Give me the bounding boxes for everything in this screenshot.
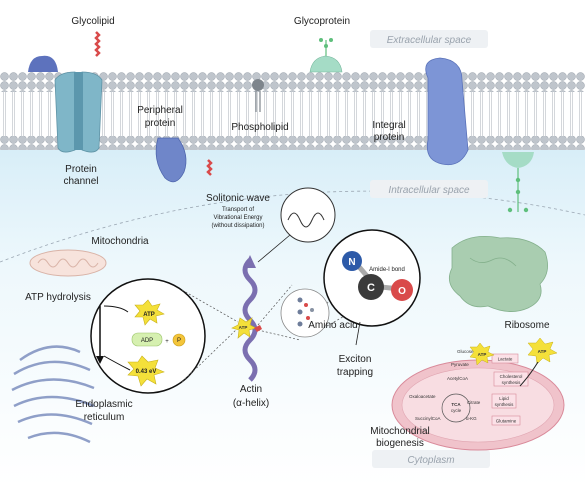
atp-out-arrow bbox=[519, 361, 539, 387]
amide-bond-inset bbox=[323, 229, 421, 327]
soliton-pointer bbox=[257, 234, 291, 263]
energy-label: 0.43 eV bbox=[136, 369, 157, 375]
mitochondria-shape bbox=[29, 249, 107, 277]
oxygen-label: O bbox=[398, 286, 406, 297]
tca-label-2: cycle bbox=[451, 408, 462, 413]
pyruvate-label: Pyruvate bbox=[451, 362, 469, 367]
atp-label-actin: ATP bbox=[239, 325, 248, 330]
exciton-pointer bbox=[355, 321, 361, 346]
actin-label-2: (α-helix) bbox=[233, 398, 269, 409]
glutamine-box bbox=[491, 415, 521, 426]
ribosome-shape bbox=[448, 235, 548, 312]
energy-burst bbox=[127, 355, 165, 387]
solitonic-line3: (without dissipation) bbox=[211, 223, 264, 229]
glycoprotein-left-shape bbox=[28, 55, 58, 72]
actin-arrow bbox=[244, 255, 256, 268]
glutamine-label: Glutamine bbox=[496, 419, 517, 424]
atp-burst-out bbox=[527, 337, 558, 365]
extracellular-zone-box bbox=[370, 30, 488, 48]
amino-acid-label: Amino acid bbox=[308, 320, 357, 331]
glucose-label: Glucose bbox=[457, 349, 474, 354]
exciton-label-2: trapping bbox=[337, 367, 373, 378]
akg-label: α-KG bbox=[466, 416, 477, 421]
extracellular-zone-label: Extracellular space bbox=[387, 35, 472, 46]
peripheral-protein-label-1: Peripheral bbox=[137, 105, 183, 116]
intracellular-zone-label: Intracellular space bbox=[388, 185, 470, 196]
solitonic-line1: Transport of bbox=[222, 207, 254, 213]
atp-burst-small bbox=[469, 342, 495, 366]
integral-protein-label-2: protein bbox=[374, 132, 405, 143]
atp-burst-actin bbox=[231, 317, 257, 339]
atp-burst-top bbox=[134, 299, 165, 326]
mitochondria-label: Mitochondria bbox=[91, 236, 149, 247]
glycoprotein-inner-shape bbox=[502, 152, 534, 213]
lactate-label: Lactate bbox=[498, 357, 513, 362]
soliton-inset bbox=[280, 187, 336, 243]
actin-label-1: Actin bbox=[240, 384, 262, 395]
phospholipid-label: Phospholipid bbox=[231, 122, 288, 133]
amino-acid-inset bbox=[280, 288, 330, 338]
solitonic-line2: Vibrational Energy bbox=[214, 215, 263, 221]
phosphate-label: P bbox=[177, 338, 181, 344]
cholesterol-box bbox=[493, 371, 529, 387]
protein-channel-shape bbox=[54, 71, 103, 153]
adp-label: ADP bbox=[141, 338, 153, 344]
mito-biogenesis-label-2: biogenesis bbox=[376, 438, 424, 449]
mito-biogenesis-label-1: Mitochondrial bbox=[370, 426, 429, 437]
phosphate-circle bbox=[172, 333, 186, 347]
oxaloacetate-label: Oxaloacetate bbox=[409, 394, 436, 399]
protein-channel-label-1: Protein bbox=[65, 164, 97, 175]
extracellular-region bbox=[0, 0, 585, 72]
phospholipid-shape bbox=[252, 79, 264, 112]
exciton-label-1: Exciton bbox=[339, 354, 372, 365]
glycolipid-label: Glycolipid bbox=[71, 16, 114, 27]
glycolipid-shape bbox=[94, 31, 101, 57]
er-label-1: Endoplasmic bbox=[75, 399, 132, 410]
atp-small-label: ATP bbox=[478, 352, 487, 357]
cholesterol-label-2: synthesis bbox=[502, 380, 522, 385]
intracellular-zone-box bbox=[370, 180, 488, 198]
carbon-label: C bbox=[367, 282, 375, 294]
glycoprotein-label: Glycoprotein bbox=[294, 16, 350, 27]
solitonic-title: Solitonic wave bbox=[206, 193, 270, 204]
acetyl-coa-label: AcetylCoA bbox=[447, 376, 468, 381]
peripheral-protein-shape bbox=[155, 137, 187, 183]
cytoplasm-zone-box bbox=[372, 450, 490, 468]
cytoplasm-zone-label: Cytoplasm bbox=[407, 455, 454, 466]
protein-channel-label-2: channel bbox=[63, 176, 98, 187]
adp-pill bbox=[131, 332, 163, 347]
amide-bond-label: Amide-I bond bbox=[369, 267, 405, 273]
lipid-box bbox=[491, 393, 517, 409]
atp-out-label: ATP bbox=[538, 349, 547, 354]
integral-protein-shape bbox=[425, 57, 469, 166]
tca-label-1: TCA bbox=[451, 402, 461, 407]
peripheral-protein-label-2: protein bbox=[145, 118, 176, 129]
citrate-label: Citrate bbox=[467, 400, 481, 405]
er-label-2: reticulum bbox=[84, 412, 125, 423]
nitrogen-label: N bbox=[348, 257, 355, 268]
ribosome-label: Ribosome bbox=[504, 320, 549, 331]
succinyl-coa-label: SuccinylCoA bbox=[415, 416, 441, 421]
lactate-box bbox=[491, 353, 519, 364]
lipid-label-1: Lipid bbox=[499, 396, 509, 401]
integral-protein-label-1: Integral bbox=[372, 120, 405, 131]
glycoprotein-shape bbox=[309, 38, 343, 73]
atp-label-top: ATP bbox=[143, 312, 155, 318]
endoplasmic-reticulum-shape bbox=[11, 345, 95, 444]
lipid-label-2: synthesis bbox=[495, 402, 515, 407]
actin-bond-mark bbox=[254, 325, 262, 332]
glycolipid-small-shape bbox=[206, 159, 213, 176]
plus-sign: + bbox=[165, 339, 169, 345]
cholesterol-label-1: Cholesterol bbox=[500, 374, 523, 379]
atp-hydrolysis-label: ATP hydrolysis bbox=[25, 292, 91, 303]
